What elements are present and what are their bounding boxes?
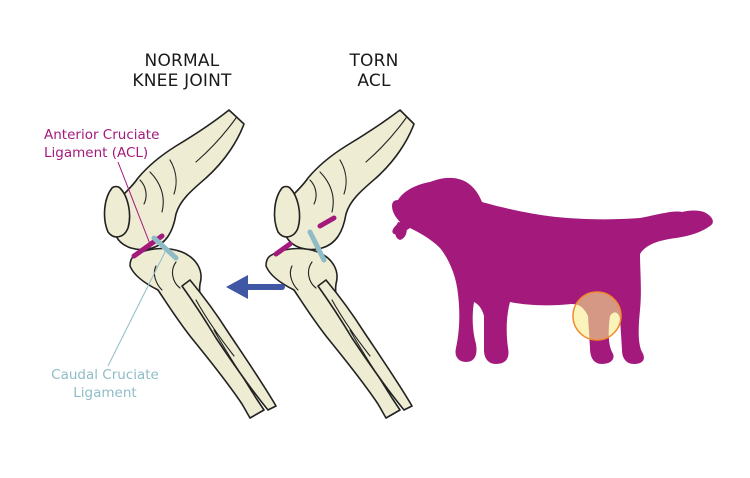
normal-fibula (181, 279, 277, 411)
torn-fibula (317, 279, 413, 411)
dog-silhouette-icon (392, 177, 713, 364)
normal-femur-detail (139, 117, 237, 213)
torn-tibia-detail (289, 261, 389, 393)
torn-femur-detail (309, 117, 407, 213)
normal-knee-illustration (103, 109, 277, 419)
torn-ccl (307, 229, 327, 263)
ccl-label-line1: Caudal Cruciate (51, 367, 159, 383)
torn-acl-lower (273, 241, 293, 257)
normal-knee-heading-line1: NORMAL (144, 51, 220, 71)
torn-patella (273, 185, 301, 238)
knee-highlight (572, 291, 622, 341)
torn-acl-upper (317, 215, 337, 229)
normal-patella (103, 185, 131, 238)
normal-femur (112, 109, 245, 251)
normal-ccl (151, 235, 179, 261)
arrow-left-icon (226, 275, 285, 299)
acl-label-line2: Ligament (ACL) (44, 145, 149, 161)
normal-knee-heading: NORMAL KNEE JOINT (118, 51, 246, 91)
acl-label-line1: Anterior Cruciate (44, 127, 160, 143)
torn-acl-heading-line2: ACL (357, 71, 391, 91)
torn-acl-heading-line1: TORN (349, 51, 399, 71)
normal-knee-heading-line2: KNEE JOINT (132, 71, 232, 91)
normal-tibia-detail (153, 261, 253, 393)
ccl-label: Caudal Cruciate Ligament (40, 366, 170, 402)
torn-acl-heading: TORN ACL (328, 51, 420, 91)
acl-label: Anterior Cruciate Ligament (ACL) (44, 126, 184, 162)
normal-tibia (129, 247, 265, 419)
torn-knee-illustration (265, 109, 415, 419)
ccl-pointer-line (107, 249, 167, 367)
acl-pointer-line (117, 161, 151, 245)
torn-tibia (265, 247, 401, 419)
ccl-label-line2: Ligament (73, 385, 137, 401)
